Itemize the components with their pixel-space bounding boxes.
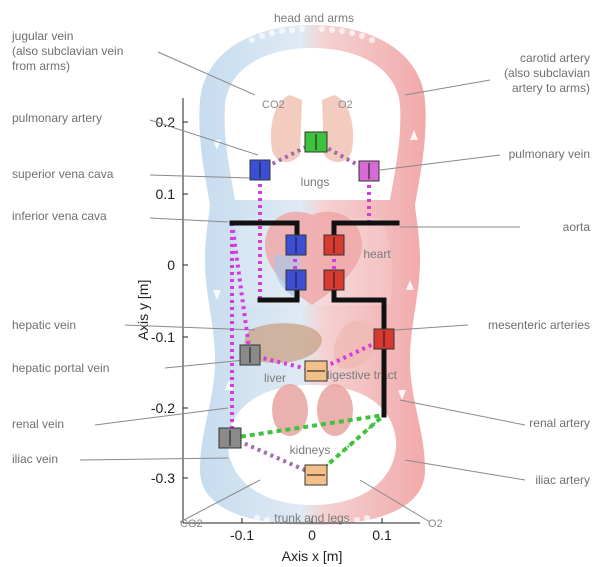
- head-label: head and arms: [274, 11, 354, 25]
- o2-top-label: O2: [338, 99, 353, 111]
- y-tick-label: 0.1: [156, 186, 176, 202]
- carotid-artery-label: carotid artery: [520, 51, 590, 65]
- x-axis-title: Axis x [m]: [282, 548, 343, 564]
- left-labels: jugular vein (also subclavian vein from …: [11, 29, 123, 466]
- jugular-vein-label: jugular vein: [11, 29, 73, 43]
- y-tick-label: 0: [167, 257, 175, 273]
- jugular-vein-label-3: from arms): [12, 59, 70, 73]
- o2-bottom-label: O2: [428, 518, 443, 530]
- y-tick-label: -0.3: [151, 470, 175, 486]
- x-tick-label: 0.1: [372, 527, 392, 543]
- y-tick-label: -0.1: [151, 329, 175, 345]
- renal-vein-label: renal vein: [12, 417, 64, 431]
- co2-top-label: CO2: [262, 99, 285, 111]
- pulmonary-artery-label: pulmonary artery: [12, 111, 102, 125]
- mesenteric-arteries-label: mesenteric arteries: [488, 318, 590, 332]
- hepatic-portal-vein-label: hepatic portal vein: [12, 361, 109, 375]
- liver-label: liver: [264, 371, 286, 385]
- pulmonary-vein-label: pulmonary vein: [509, 147, 590, 161]
- heart-label: heart: [363, 247, 391, 261]
- carotid-artery-label-2: (also subclavian: [504, 66, 590, 80]
- carotid-artery-label-3: artery to arms): [512, 81, 590, 95]
- kidneys-label: kidneys: [290, 443, 331, 457]
- aorta-label: aorta: [563, 220, 591, 234]
- trunk-label: trunk and legs: [274, 511, 349, 525]
- renal-artery-label: renal artery: [529, 416, 590, 430]
- lungs-label: lungs: [301, 175, 330, 189]
- y-tick-label: -0.2: [151, 400, 175, 416]
- x-tick-label: -0.1: [230, 527, 254, 543]
- jugular-vein-label-2: (also subclavian vein: [12, 44, 123, 58]
- inferior-vena-cava-label: inferior vena cava: [12, 209, 107, 223]
- iliac-artery-label: iliac artery: [535, 473, 590, 487]
- y-axis-title: Axis y [m]: [135, 280, 151, 341]
- superior-vena-cava-label: superior vena cava: [12, 167, 114, 181]
- hepatic-vein-label: hepatic vein: [12, 318, 76, 332]
- right-labels: carotid artery (also subclavian artery t…: [488, 51, 590, 487]
- x-tick-label: 0: [308, 527, 316, 543]
- iliac-vein-label: iliac vein: [12, 452, 58, 466]
